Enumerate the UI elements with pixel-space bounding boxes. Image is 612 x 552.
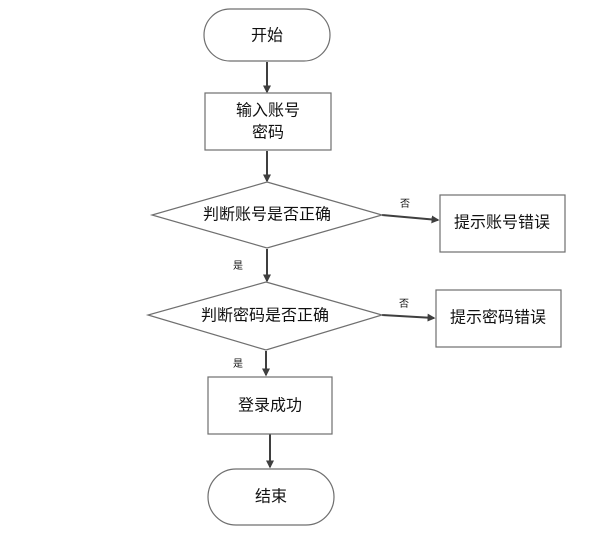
account-error-label: 提示账号错误 [454,213,550,232]
end-label: 结束 [255,487,287,506]
account-no-label: 否 [400,198,410,210]
input-credentials-label-line1: 输入账号 [236,101,300,120]
start-label: 开始 [251,26,283,45]
account-error-box [439,194,566,253]
input-credentials-label-line2: 密码 [252,123,284,142]
password-yes-label: 是 [233,358,243,370]
edge-account-no [381,214,440,224]
password-no-label: 否 [399,298,409,310]
check-account-label: 判断账号是否正确 [203,205,331,224]
password-error-label: 提示密码错误 [450,308,546,327]
login-success-box [207,376,333,435]
end-terminal [207,468,335,526]
check-password-label: 判断密码是否正确 [201,306,329,325]
check-password-decision [145,281,385,351]
start-terminal [203,8,331,62]
password-error-box [435,289,562,348]
edge-password-no [381,313,436,322]
input-credentials-box [204,92,332,151]
login-success-label: 登录成功 [238,396,302,415]
account-yes-label: 是 [233,260,243,272]
check-account-decision [149,181,385,249]
